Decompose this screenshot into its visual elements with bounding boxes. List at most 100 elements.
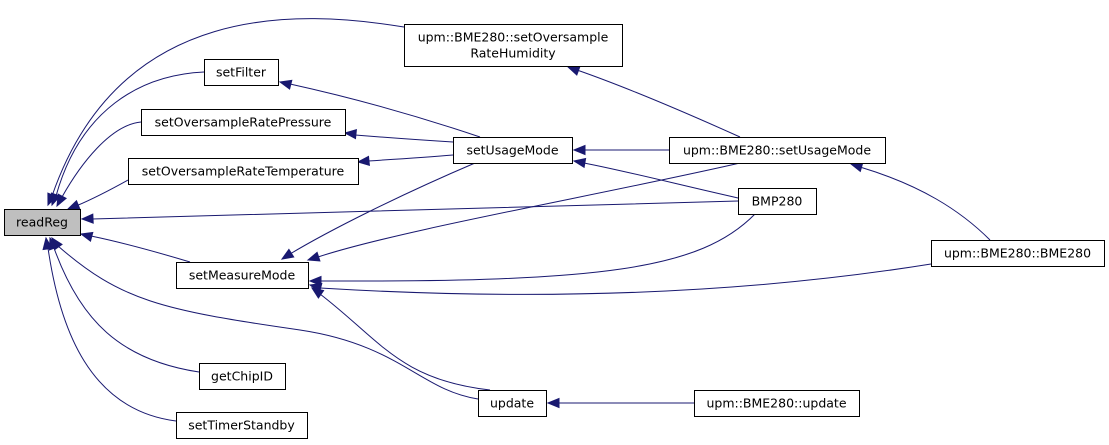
node-set-timer-standby[interactable]: setTimerStandby <box>176 412 308 439</box>
node-label: setMeasureMode <box>189 268 296 283</box>
node-box <box>738 188 817 215</box>
nodes-layer: readReg setFilter setOversampleRatePressur… <box>4 24 1105 439</box>
node-box <box>453 137 573 164</box>
node-box <box>669 137 886 164</box>
node-label: setTimerStandby <box>188 418 295 433</box>
edge-bmp280-to-set-usage-mode <box>572 157 739 199</box>
edge-set-usage-mode-to-set-oversample-rate-pressure <box>343 129 454 143</box>
edge-line <box>317 162 741 258</box>
edge-line <box>859 166 991 241</box>
node-label: setFilter <box>216 65 267 80</box>
edge-set-usage-mode-to-set-oversample-rate-temperature <box>356 154 454 166</box>
edge-line <box>90 235 191 263</box>
node-label: setUsageMode <box>466 143 558 158</box>
node-label: RateHumidity <box>470 46 556 61</box>
edge-line <box>319 213 756 282</box>
node-box <box>478 390 547 417</box>
edge-set-measure-mode-to-read-reg <box>79 231 191 263</box>
edge-line <box>55 71 205 197</box>
edge-bme280-set-usage-mode-to-bme280-set-oversample-rate-humidity <box>566 65 741 138</box>
node-label: upm::BME280::update <box>706 396 846 411</box>
arrowhead <box>310 287 325 299</box>
arrowhead <box>56 193 67 208</box>
arrowhead <box>849 162 864 173</box>
arrowhead <box>306 251 321 262</box>
edge-set-usage-mode-to-set-filter <box>278 79 481 138</box>
edge-line <box>576 69 741 138</box>
node-label: upm::BME280::BME280 <box>944 246 1091 261</box>
node-label: setOversampleRatePressure <box>155 115 332 130</box>
node-label: setOversampleRateTemperature <box>142 164 345 179</box>
node-label: upm::BME280::setUsageMode <box>683 143 871 158</box>
node-box <box>176 262 309 289</box>
arrowhead <box>308 275 322 287</box>
edge-line <box>583 162 739 199</box>
node-box <box>404 24 623 67</box>
edge-line <box>354 134 454 143</box>
node-label: upm::BME280::setOversample <box>418 30 609 45</box>
node-box <box>176 412 308 439</box>
arrowhead <box>280 248 295 260</box>
edge-bme280-ctor-to-set-measure-mode <box>308 263 932 295</box>
edge-bme280-ctor-to-bme280-set-usage-mode <box>849 162 991 241</box>
edge-set-oversample-rate-pressure-to-read-reg <box>56 121 142 208</box>
node-box <box>694 390 860 417</box>
node-set-usage-mode[interactable]: setUsageMode <box>453 137 573 164</box>
arrowhead <box>278 79 293 90</box>
edge-set-filter-to-read-reg <box>50 71 205 207</box>
edge-line <box>53 247 200 373</box>
edge-line <box>319 263 932 295</box>
arrowhead <box>66 199 81 210</box>
edge-line <box>47 247 177 422</box>
node-set-oversample-rate-pressure[interactable]: setOversampleRatePressure <box>141 109 346 136</box>
node-box <box>204 59 279 86</box>
arrowhead <box>546 397 560 409</box>
node-label: readReg <box>16 215 68 230</box>
edge-line <box>289 162 476 255</box>
edge-bmp280-to-read-reg <box>80 200 739 224</box>
arrowhead <box>42 236 53 251</box>
node-bme280-ctor[interactable]: upm::BME280::BME280 <box>931 240 1105 267</box>
node-bme280-set-usage-mode[interactable]: upm::BME280::setUsageMode <box>669 137 886 164</box>
edge-set-oversample-rate-temperature-to-read-reg <box>66 179 129 210</box>
node-bmp280[interactable]: BMP280 <box>738 188 817 215</box>
arrowhead <box>572 157 587 169</box>
node-set-filter[interactable]: setFilter <box>204 59 279 86</box>
edge-bme280-set-usage-mode-to-set-measure-mode <box>306 162 741 262</box>
node-set-measure-mode[interactable]: setMeasureMode <box>176 262 309 289</box>
edge-line <box>51 18 405 197</box>
node-box <box>931 240 1105 267</box>
edge-set-timer-standby-to-read-reg <box>42 236 177 422</box>
arrowhead <box>79 231 94 243</box>
arrowhead <box>80 213 94 224</box>
edge-line <box>289 83 481 138</box>
arrowhead <box>566 65 581 76</box>
node-label: getChipID <box>211 369 273 384</box>
edges-layer <box>42 18 991 422</box>
edge-set-usage-mode-to-set-measure-mode <box>280 162 476 260</box>
node-update[interactable]: update <box>478 390 547 417</box>
edge-bme280-set-usage-mode-to-set-usage-mode <box>572 144 670 156</box>
edge-update-to-set-measure-mode <box>310 287 491 391</box>
edge-line <box>75 179 129 207</box>
edge-line <box>367 154 454 162</box>
arrowhead <box>572 144 586 156</box>
node-get-chip-id[interactable]: getChipID <box>199 363 286 390</box>
edge-line <box>91 200 739 220</box>
node-read-reg[interactable]: readReg <box>4 209 81 236</box>
node-box <box>199 363 286 390</box>
node-label: BMP280 <box>752 194 803 209</box>
node-bme280-update[interactable]: upm::BME280::update <box>694 390 860 417</box>
node-box <box>128 158 359 185</box>
edge-line <box>57 245 479 400</box>
edge-line <box>319 293 491 391</box>
arrowhead <box>356 155 370 166</box>
node-box <box>4 209 81 236</box>
edge-bmp280-to-set-measure-mode <box>308 213 756 287</box>
node-box <box>141 109 346 136</box>
node-set-oversample-rate-temperature[interactable]: setOversampleRateTemperature <box>128 158 359 185</box>
node-label: update <box>490 396 534 411</box>
edge-bme280-update-to-update <box>546 397 694 409</box>
